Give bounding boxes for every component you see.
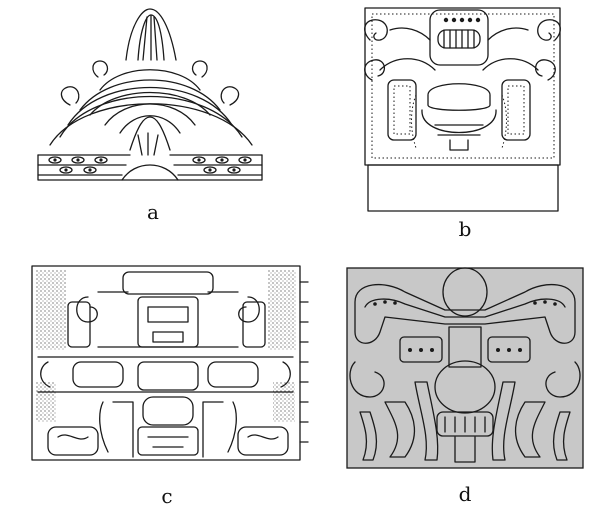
panel-a-drawing <box>37 8 263 181</box>
panel-d-label: d <box>458 482 472 506</box>
panel-a-label: a <box>147 200 159 224</box>
panel-c-label: c <box>161 484 173 508</box>
panel-d-drawing <box>346 267 584 469</box>
panel-d <box>345 262 585 472</box>
panel-b-label: b <box>458 217 472 241</box>
panel-c-drawing <box>31 265 309 461</box>
panel-a <box>30 5 270 190</box>
panel-c <box>28 262 310 462</box>
panel-b <box>350 0 590 215</box>
panel-b-drawing <box>364 7 561 212</box>
